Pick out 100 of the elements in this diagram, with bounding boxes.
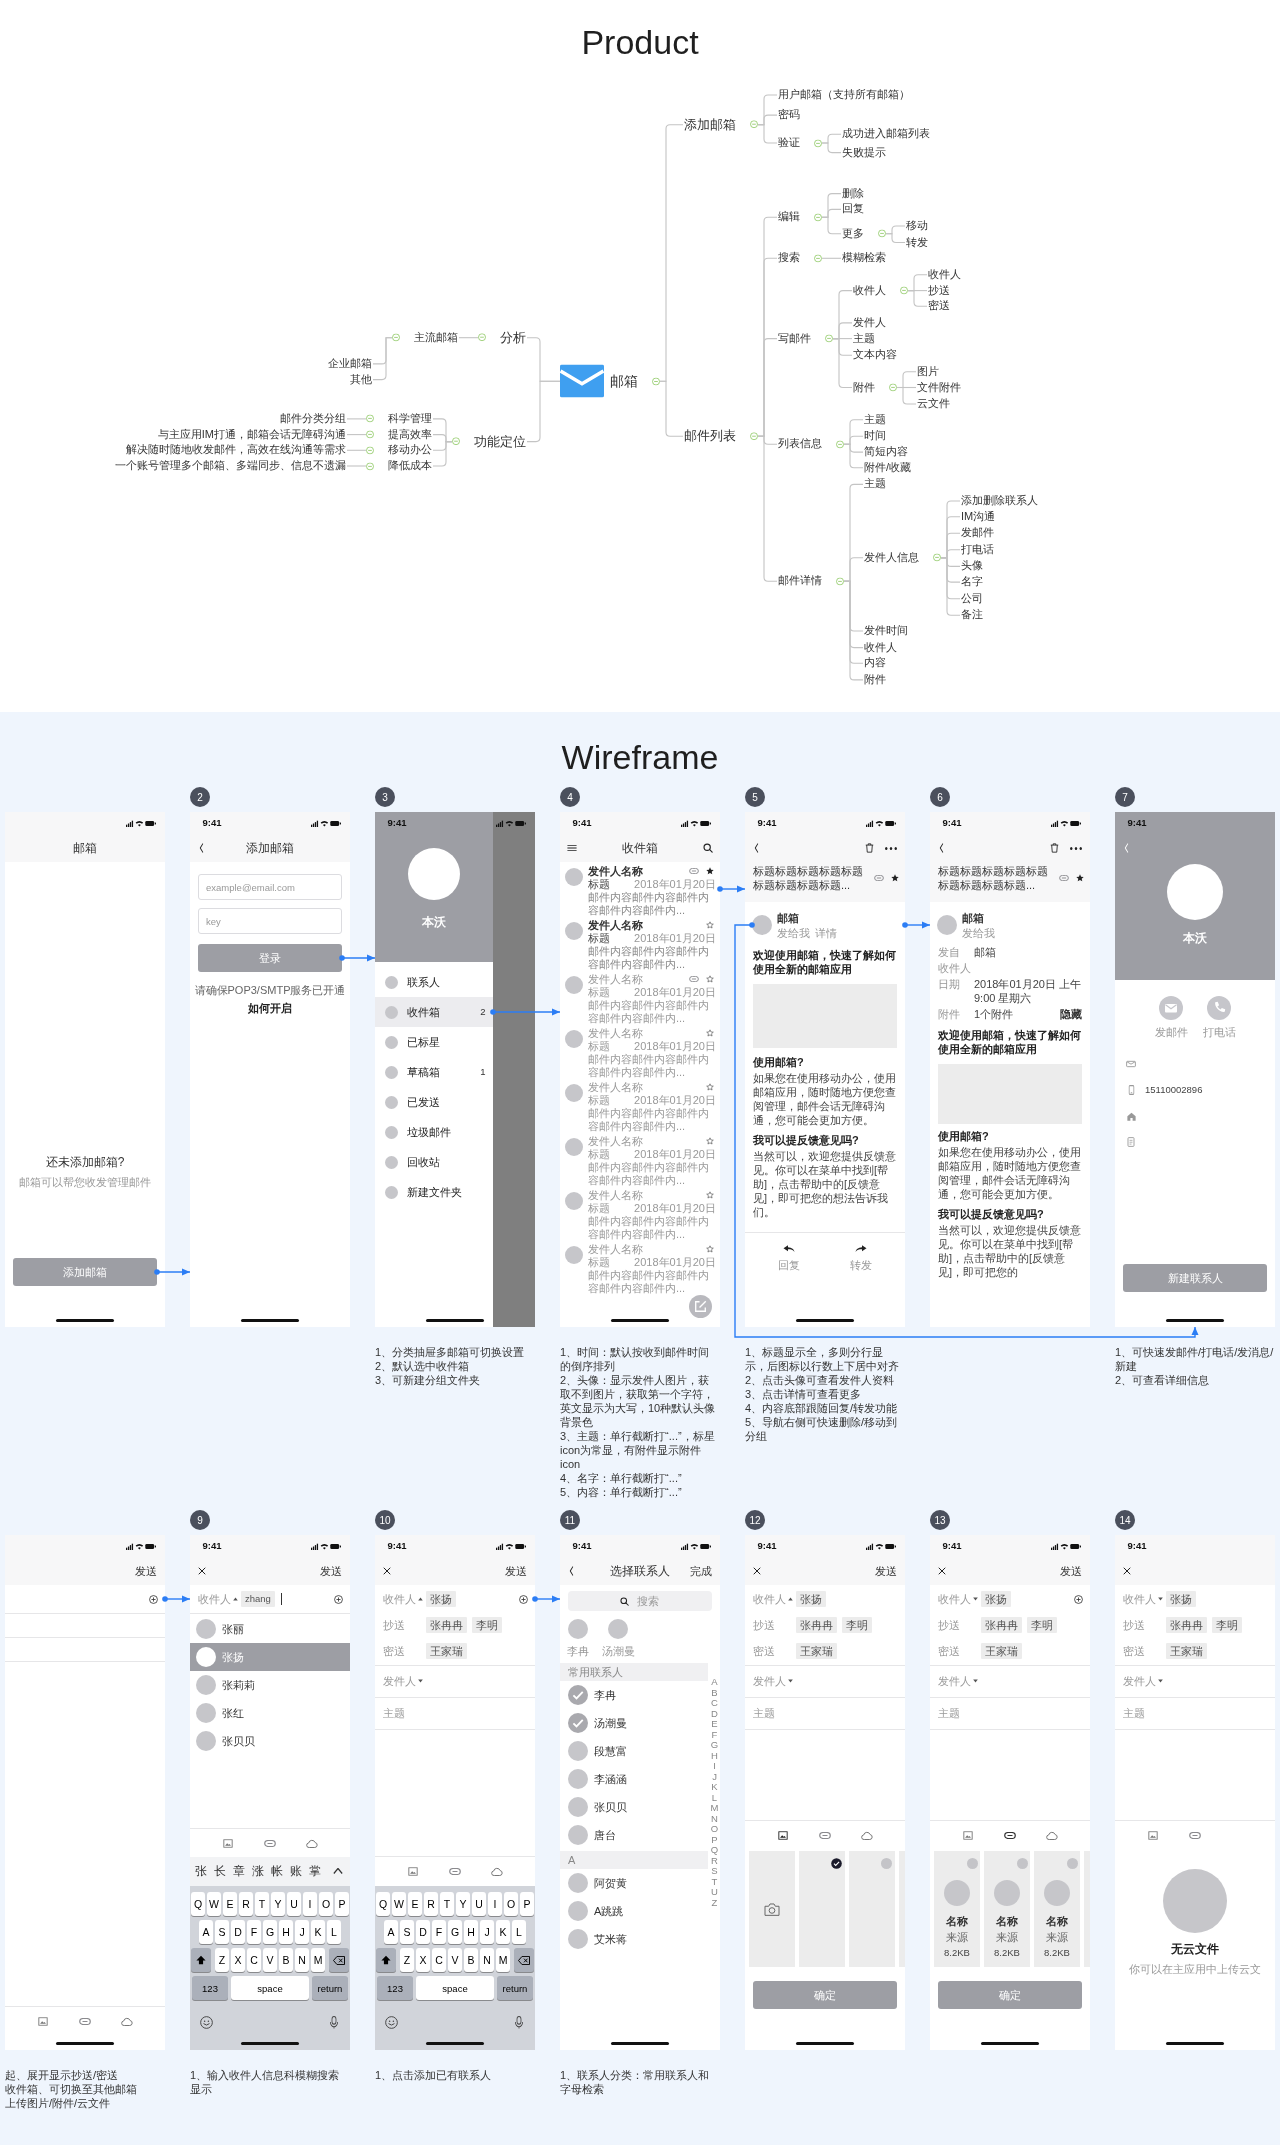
file-size: 8.2KB <box>944 1947 970 1959</box>
email-date: 2018年01月20日 <box>634 931 716 945</box>
index-letter: O <box>710 1822 719 1834</box>
candidate-char: 账 <box>290 1863 302 1879</box>
contact-name: A跳跳 <box>594 1904 624 1918</box>
unread-count: 2 <box>480 1006 486 1018</box>
branch-line <box>757 435 778 582</box>
field-label: 收件人 <box>753 1592 786 1606</box>
sender-name: 邮箱 <box>777 911 799 925</box>
phone-screen <box>190 812 350 1327</box>
file-size: 8.2KB <box>1044 1947 1070 1959</box>
email-date: 2018年01月20日 <box>634 877 716 891</box>
contact-name: 阿贺黄 <box>594 1876 627 1890</box>
email-subject: 标题 <box>588 1093 610 1107</box>
branch-line <box>458 337 479 339</box>
topic-label: 时间 <box>864 429 886 443</box>
candidate-char: 长 <box>214 1863 226 1879</box>
file-name: 名称 <box>996 1914 1018 1928</box>
note-text: 3、可新建分组文件夹 <box>375 1373 481 1387</box>
contact-name: 李冉 <box>567 1644 589 1658</box>
index-letter: C <box>711 1696 718 1708</box>
keyboard-key: space <box>231 1976 309 2000</box>
hint-text: 邮箱可以帮您收发管理邮件 <box>19 1175 151 1189</box>
topic-label: 提高效率 <box>388 428 432 442</box>
keyboard-key: Q <box>191 1892 205 1916</box>
recipient-chip: 张冉冉 <box>796 1617 837 1633</box>
recipient-chip: 张冉冉 <box>1166 1617 1207 1633</box>
topic-label: 文件附件 <box>917 380 961 395</box>
flow-arrow <box>154 1268 191 1276</box>
status-time: 9:41 <box>942 1540 962 1552</box>
email-subject: 标题 <box>588 931 610 945</box>
contact-name: 张贝贝 <box>222 1734 255 1748</box>
branch-line <box>432 441 453 467</box>
keyboard-key: V <box>263 1948 277 1972</box>
section-header: 常用联系人 <box>560 1663 708 1681</box>
email-date: 2018年01月20日 <box>634 1039 716 1053</box>
email-preview: 邮件内容邮件内容邮件内容邮件内容邮件内... <box>588 945 710 970</box>
placeholder-text: 主题 <box>383 1706 405 1720</box>
email-preview: 邮件内容邮件内容邮件内容邮件内容邮件内... <box>588 1053 710 1078</box>
field-label: 抄送 <box>938 1618 960 1632</box>
recipient-chip: zhang <box>241 1591 275 1607</box>
topic-label: 降低成本 <box>388 459 432 473</box>
email-preview: 邮件内容邮件内容邮件内容邮件内容邮件内... <box>588 891 710 916</box>
recipient-chip: 李明 <box>842 1617 872 1633</box>
branch-label: 功能定位 <box>474 433 526 450</box>
root-label: 邮箱 <box>610 372 638 390</box>
note-text: 5、内容：单行截断打“...” <box>560 1485 682 1499</box>
keyboard-key: A <box>384 1920 398 1944</box>
status-time: 9:41 <box>572 1540 592 1552</box>
send-link: 发送 <box>875 1564 897 1578</box>
email-preview: 邮件内容邮件内容邮件内容邮件内容邮件内... <box>588 1107 710 1132</box>
status-time: 9:41 <box>202 817 222 829</box>
menu-row <box>375 997 493 1027</box>
email-subject: 标题 <box>588 1255 610 1269</box>
status-time: 9:41 <box>757 817 777 829</box>
keyboard-key: C <box>432 1948 446 1972</box>
screen-title: 邮箱 <box>73 840 97 856</box>
action-label: 转发 <box>850 1258 872 1272</box>
topic-label: 邮件分类分组 <box>280 412 346 426</box>
placeholder-text: 主题 <box>753 1706 775 1720</box>
topic-label: 发件人信息 <box>864 551 919 565</box>
status-time: 9:41 <box>942 817 962 829</box>
branch-line <box>843 580 864 681</box>
keyboard-key: I <box>488 1892 502 1916</box>
heading-text: 使用邮箱? <box>753 1055 804 1069</box>
keyboard-key: Y <box>271 1892 285 1916</box>
keyboard-key: K <box>496 1920 510 1944</box>
action-button: 添加邮箱 <box>13 1258 157 1286</box>
field-label: 抄送 <box>1123 1618 1145 1632</box>
paragraph-text: 如果您在使用移动办公，使用邮箱应用，随时随地方便您查阅管理，邮件会话无障碍沟通，您可能会更加方便。 <box>938 1145 1082 1201</box>
topic-label: 转发 <box>906 235 928 250</box>
unread-count: 1 <box>480 1066 486 1078</box>
index-letter: B <box>711 1686 718 1697</box>
note-text: 4、名字：单行截断打“...” <box>560 1471 682 1485</box>
keyboard-key: J <box>295 1920 309 1944</box>
branch-line <box>346 434 367 436</box>
keyboard-key: R <box>424 1892 438 1916</box>
topic-label: 搜索 <box>778 251 800 265</box>
topic-label: 主题 <box>864 413 886 427</box>
keyboard-key: H <box>279 1920 293 1944</box>
topic-label: 一个账号管理多个邮箱、多端同步、信息不遗漏 <box>115 459 346 473</box>
heading-text: 使用邮箱? <box>938 1129 989 1143</box>
recipient-chip: 王家瑞 <box>796 1643 837 1659</box>
keyboard-key: J <box>480 1920 494 1944</box>
index-letter: A <box>711 1675 718 1687</box>
topic-label: 附件 <box>864 673 886 687</box>
email-subject: 标题 <box>588 1039 610 1053</box>
sender-name: 发件人名称 <box>588 1080 643 1094</box>
topic-label: 附件/收藏 <box>864 461 912 475</box>
email-subject: 标题标题标题标题标题标题标题标题标题... <box>753 864 864 892</box>
keyboard-key: M <box>496 1948 510 1972</box>
recipient-chip: 张扬 <box>1166 1591 1196 1607</box>
branch-label: 分析 <box>500 329 526 346</box>
recipient-chip: 王家瑞 <box>1166 1643 1207 1659</box>
paragraph-text: 当然可以，欢迎您提供反馈意见。你可以在菜单中找到[帮助]，点击帮助中的[反馈意见]，即可把您的 <box>938 1223 1082 1279</box>
topic-label: 用户邮箱（支持所有邮箱） <box>778 88 910 102</box>
branch-line <box>821 257 842 259</box>
email-preview: 邮件内容邮件内容邮件内容邮件内容邮件内... <box>588 1269 710 1294</box>
note-text: 1、分类抽屉多邮箱可切换设置 <box>375 1345 525 1359</box>
details-link: 详情 <box>815 926 837 940</box>
